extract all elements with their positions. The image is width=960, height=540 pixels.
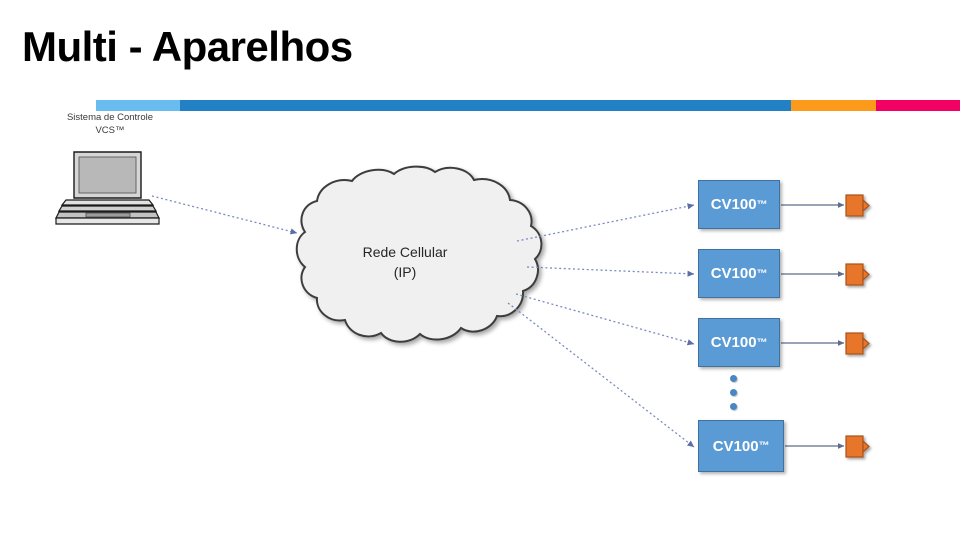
cloud-label: Rede Cellular (IP)	[310, 242, 500, 283]
accent-bar-segment-orange	[791, 100, 876, 111]
ellipsis-dot	[730, 403, 737, 410]
device-box-label: CV100	[710, 196, 757, 213]
device-box-label: CV100	[710, 265, 757, 282]
accent-bar	[96, 100, 960, 111]
ellipsis-dot	[730, 389, 737, 396]
connector-cloud-to-device-3	[515, 293, 695, 346]
sensor-icon	[845, 263, 870, 286]
cloud-label-line2: (IP)	[393, 264, 417, 281]
page-title: Multi - Aparelhos	[22, 23, 353, 70]
connector-cloud-to-device-1	[516, 203, 695, 242]
sensor-icon	[845, 194, 870, 217]
sensor-icon	[845, 435, 870, 458]
accent-bar-segment-pink	[876, 100, 960, 111]
control-system-label-line1: Sistema de Controle	[66, 112, 154, 123]
device-box-label: CV100	[712, 437, 759, 455]
device-box-label: CV100	[710, 334, 757, 351]
trademark-symbol: ™	[756, 267, 768, 280]
ellipsis-dot	[730, 375, 737, 382]
trademark-symbol: ™	[758, 440, 770, 452]
cloud-label-line1: Rede Cellular	[362, 244, 448, 260]
trademark-symbol: ™	[756, 198, 768, 211]
trademark-symbol: ™	[756, 336, 768, 349]
connector-laptop-to-cloud	[151, 195, 298, 235]
connector-cloud-to-device-2	[526, 266, 695, 277]
control-system-label-line2: VCS™	[95, 124, 125, 136]
accent-bar-segment-light-blue	[96, 100, 180, 111]
control-system-label: Sistema de Controle VCS™	[45, 112, 175, 138]
connector-cloud-to-device-4	[507, 302, 695, 448]
sensor-icon	[845, 332, 870, 355]
accent-bar-segment-blue	[180, 100, 791, 111]
laptop-icon	[55, 151, 160, 225]
cloud-shape	[295, 165, 543, 343]
